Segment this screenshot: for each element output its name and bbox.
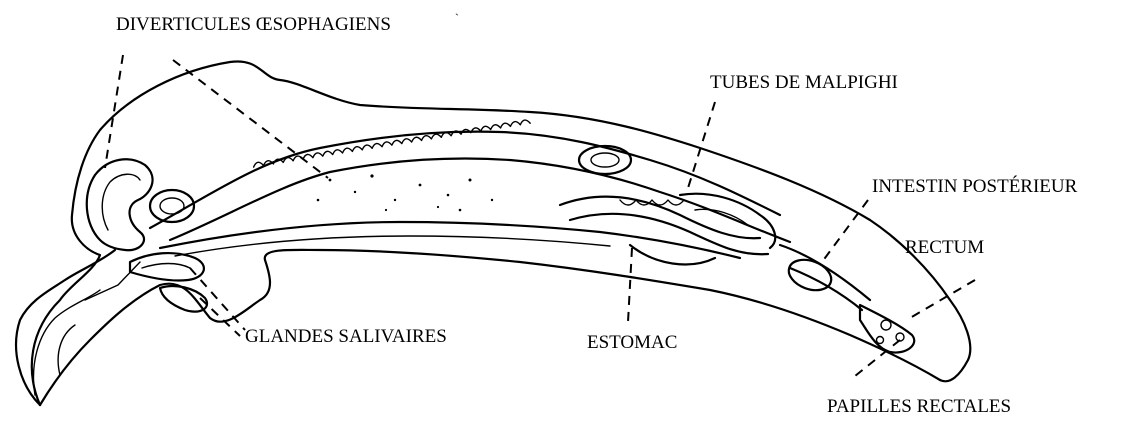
leader-intestin: [822, 200, 868, 262]
label-diverticules: DIVERTICULES ŒSOPHAGIENS: [116, 14, 391, 35]
label-glandes-salivaires: GLANDES SALIVAIRES: [245, 326, 447, 347]
leader-diverticules-2: [173, 60, 328, 178]
tick-mark: `: [455, 11, 459, 25]
label-intestin-posterieur: INTESTIN POSTÉRIEUR: [872, 175, 1078, 197]
salivary-glands: [85, 253, 207, 312]
leader-rectum: [910, 280, 975, 318]
hindgut-rectum: [780, 245, 914, 353]
label-tubes-malpighi: TUBES DE MALPIGHI: [710, 72, 898, 93]
label-estomac: ESTOMAC: [587, 332, 677, 353]
body-outline: [16, 61, 970, 405]
label-rectum: RECTUM: [905, 237, 984, 258]
label-papilles-rectales: PAPILLES RECTALES: [827, 396, 1011, 417]
leader-lines: [105, 55, 975, 380]
gut-tube: [150, 119, 790, 258]
leader-estomac: [628, 248, 632, 322]
